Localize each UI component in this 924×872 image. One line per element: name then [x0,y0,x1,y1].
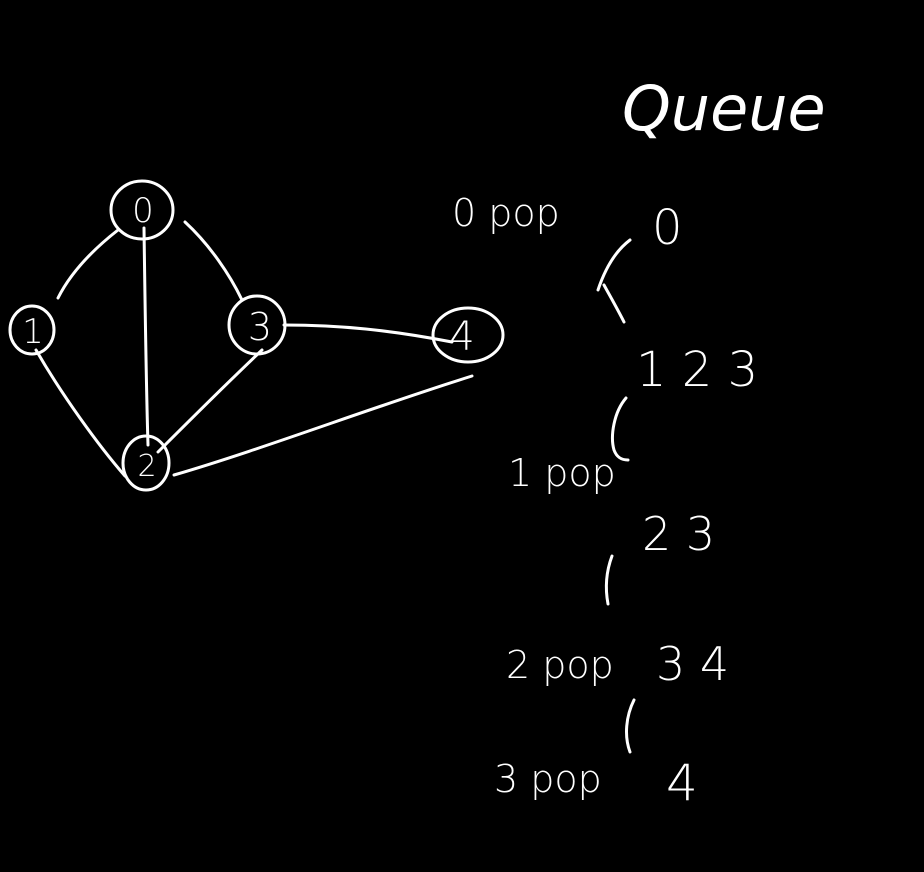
edge-2-4 [172,374,474,477]
node-label: 0 [132,191,154,231]
queue-step-2-bracket [604,554,614,606]
queue-step-2-contents: 2 3 [642,507,715,561]
graph-nodes: 0 1 2 3 4 [8,179,505,492]
node-circle [109,179,175,241]
queue-step-3-bracket [625,698,636,754]
edge-0-3 [183,220,244,302]
queue-panel: Queue 0 pop 0 1 2 3 1 pop 2 3 2 pop 3 4 … [452,72,826,812]
edge-1-2 [34,348,127,478]
node-circle [8,304,56,356]
graph-edges [34,220,474,478]
queue-step-4-contents: 4 [666,754,698,812]
queue-step-0-pop-label: 0 pop [452,191,560,235]
node-label: 2 [137,449,156,484]
graph-node-1: 1 [8,304,56,356]
graph-node-3: 3 [227,294,287,356]
graph-node-2: 2 [121,434,171,492]
queue-title: Queue [622,72,826,145]
graph-node-4: 4 [431,306,505,364]
queue-step-3-pop-label: 3 pop [494,757,602,801]
queue-step-1-pop-label: 1 pop [508,451,616,495]
node-circle [431,306,505,364]
node-label: 3 [248,305,272,349]
node-label: 1 [22,312,44,352]
queue-step-1-contents: 1 2 3 [636,342,758,398]
graph-node-0: 0 [109,179,175,241]
node-circle [227,294,287,356]
edge-3-4 [282,323,454,344]
queue-step-3-contents: 3 4 [656,637,729,691]
node-circle [121,434,171,492]
queue-step-0-contents: 0 [652,200,683,256]
edge-0-1 [56,228,120,300]
queue-step-2-pop-label: 2 pop [506,643,614,687]
edge-0-2 [142,226,150,447]
queue-step-0-bracket [596,238,632,324]
edge-2-3 [156,348,264,454]
node-label: 4 [449,314,474,360]
queue-step-1-bracket [611,396,630,462]
